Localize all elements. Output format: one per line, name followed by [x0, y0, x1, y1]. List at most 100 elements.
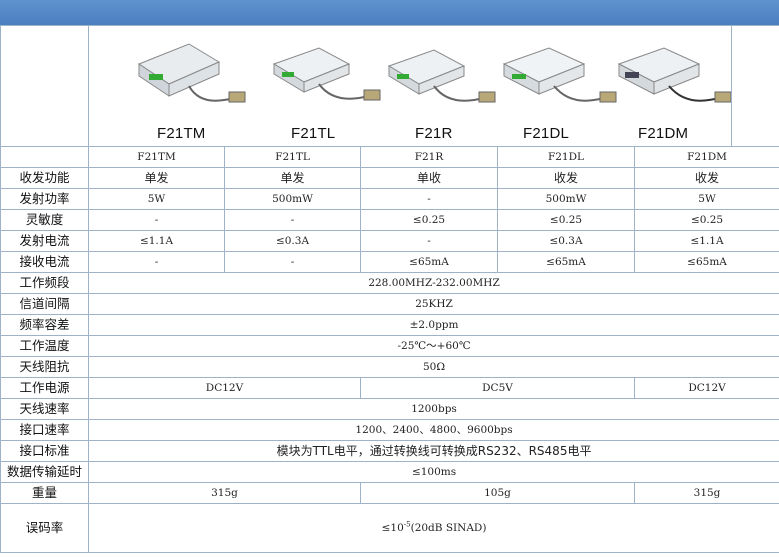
row-label-latency: 数据传输延时 — [0, 461, 89, 483]
row-label-ber: 误码率 — [0, 503, 89, 553]
latency-value: ≤100ms — [87, 461, 779, 483]
cell: ≤65mA — [360, 251, 498, 273]
product-name-2: F21TL — [291, 125, 336, 142]
ber-prefix: ≤10 — [381, 522, 404, 534]
weight-value-right: 315g — [633, 482, 779, 504]
cell: ≤65mA — [633, 251, 779, 273]
spec-row-interface-rate: 接口速率 1200、2400、4800、9600bps — [0, 419, 779, 441]
spec-row-tx-power: 发射功率 5W 500mW - 500mW 5W — [0, 188, 779, 210]
spec-row-work-temp: 工作温度 -25℃～+60℃ — [0, 335, 779, 357]
antenna-impedance-value: 50Ω — [87, 356, 779, 378]
model-cell-3: F21R — [360, 146, 498, 168]
row-label-tx-power: 发射功率 — [0, 188, 89, 210]
row-label-interface-rate: 接口速率 — [0, 419, 89, 441]
model-row: F21TM F21TL F21R F21DL F21DM — [0, 146, 779, 168]
cell: ≤0.3A — [224, 230, 361, 252]
model-cell-5: F21DM — [633, 146, 779, 168]
spec-row-latency: 数据传输延时 ≤100ms — [0, 461, 779, 483]
header-banner — [0, 0, 779, 25]
cell: ≤0.25 — [497, 209, 635, 231]
product-image-3 — [387, 49, 496, 103]
cell: - — [224, 209, 361, 231]
spec-row-interface-std: 接口标准 模块为TTL电平，通过转换线可转换成RS232、RS485电平 — [0, 440, 779, 462]
interface-rate-value: 1200、2400、4800、9600bps — [87, 419, 779, 441]
cell: ≤1.1A — [633, 230, 779, 252]
row-label-rx-current: 接收电流 — [0, 251, 89, 273]
cell: ≤65mA — [497, 251, 635, 273]
product-image-1 — [137, 43, 246, 103]
cell: 5W — [633, 188, 779, 210]
cell: 收发 — [497, 167, 635, 189]
cell: - — [360, 188, 498, 210]
row-label-tx-current: 发射电流 — [0, 230, 89, 252]
spec-row-tx-current: 发射电流 ≤1.1A ≤0.3A - ≤0.3A ≤1.1A — [0, 230, 779, 252]
spec-row-sensitivity: 灵敏度 - - ≤0.25 ≤0.25 ≤0.25 — [0, 209, 779, 231]
model-row-label — [0, 146, 89, 168]
cell: ≤0.25 — [360, 209, 498, 231]
product-name-1: F21TM — [157, 125, 206, 142]
power-value-left: DC12V — [88, 377, 361, 399]
cell: - — [224, 251, 361, 273]
ber-value: ≤10-5(20dB SINAD) — [87, 503, 779, 553]
freq-band-value: 228.00MHZ-232.00MHZ — [87, 272, 779, 294]
spec-row-antenna-rate: 天线速率 1200bps — [0, 398, 779, 420]
spec-row-weight: 重量 315g 105g 315g — [0, 482, 779, 504]
cell: 收发 — [633, 167, 779, 189]
product-name-3: F21R — [415, 125, 453, 142]
cell: ≤1.1A — [88, 230, 225, 252]
cell: 500mW — [497, 188, 635, 210]
weight-value-middle: 105g — [360, 482, 635, 504]
spec-row-ber: 误码率 ≤10-5(20dB SINAD) — [0, 503, 779, 553]
power-value-middle: DC5V — [360, 377, 635, 399]
spec-row-rx-current: 接收电流 - - ≤65mA ≤65mA ≤65mA — [0, 251, 779, 273]
row-label-power: 工作电源 — [0, 377, 89, 399]
image-row: F21TM F21TL F21R F21DL F21DM — [0, 25, 779, 147]
cell: - — [88, 251, 225, 273]
row-label-work-temp: 工作温度 — [0, 335, 89, 357]
ber-suffix: (20dB SINAD) — [410, 522, 487, 534]
interface-std-value: 模块为TTL电平，通过转换线可转换成RS232、RS485电平 — [87, 440, 779, 462]
product-name-5: F21DM — [638, 125, 689, 142]
cell: ≤0.3A — [497, 230, 635, 252]
row-label-weight: 重量 — [0, 482, 89, 504]
row-label-channel-spacing: 信道间隔 — [0, 293, 89, 315]
image-row-spacer — [731, 25, 779, 147]
cell: 单收 — [360, 167, 498, 189]
channel-spacing-value: 25KHZ — [87, 293, 779, 315]
row-label-interface-std: 接口标准 — [0, 440, 89, 462]
row-label-freq-tolerance: 频率容差 — [0, 314, 89, 336]
row-label-function: 收发功能 — [0, 167, 89, 189]
power-value-right: DC12V — [633, 377, 779, 399]
product-image-4 — [502, 47, 617, 103]
spec-row-freq-tolerance: 频率容差 ±2.0ppm — [0, 314, 779, 336]
product-images: F21TM F21TL F21R F21DL F21DM — [90, 27, 731, 146]
spec-row-freq-band: 工作频段 228.00MHZ-232.00MHZ — [0, 272, 779, 294]
image-row-label-cell — [0, 25, 89, 147]
row-label-sensitivity: 灵敏度 — [0, 209, 89, 231]
model-cell-2: F21TL — [224, 146, 361, 168]
ber-exponent: -5 — [403, 520, 411, 529]
weight-value-left: 315g — [88, 482, 361, 504]
row-label-antenna-impedance: 天线阻抗 — [0, 356, 89, 378]
product-image-5 — [617, 47, 731, 103]
product-image-2 — [272, 47, 381, 101]
cell: - — [360, 230, 498, 252]
row-label-freq-band: 工作频段 — [0, 272, 89, 294]
row-label-antenna-rate: 天线速率 — [0, 398, 89, 420]
spec-row-function: 收发功能 单发 单发 单收 收发 收发 — [0, 167, 779, 189]
cell: 500mW — [224, 188, 361, 210]
spec-table: F21TM F21TL F21R F21DL F21DM F21TM F21TL… — [0, 25, 779, 553]
spec-row-antenna-impedance: 天线阻抗 50Ω — [0, 356, 779, 378]
cell: 5W — [88, 188, 225, 210]
antenna-rate-value: 1200bps — [87, 398, 779, 420]
work-temp-value: -25℃～+60℃ — [87, 335, 779, 357]
spec-row-channel-spacing: 信道间隔 25KHZ — [0, 293, 779, 315]
cell: 单发 — [88, 167, 225, 189]
spec-row-power: 工作电源 DC12V DC5V DC12V — [0, 377, 779, 399]
cell: - — [88, 209, 225, 231]
model-cell-4: F21DL — [497, 146, 635, 168]
product-name-4: F21DL — [523, 125, 570, 142]
cell: 单发 — [224, 167, 361, 189]
model-cell-1: F21TM — [88, 146, 225, 168]
